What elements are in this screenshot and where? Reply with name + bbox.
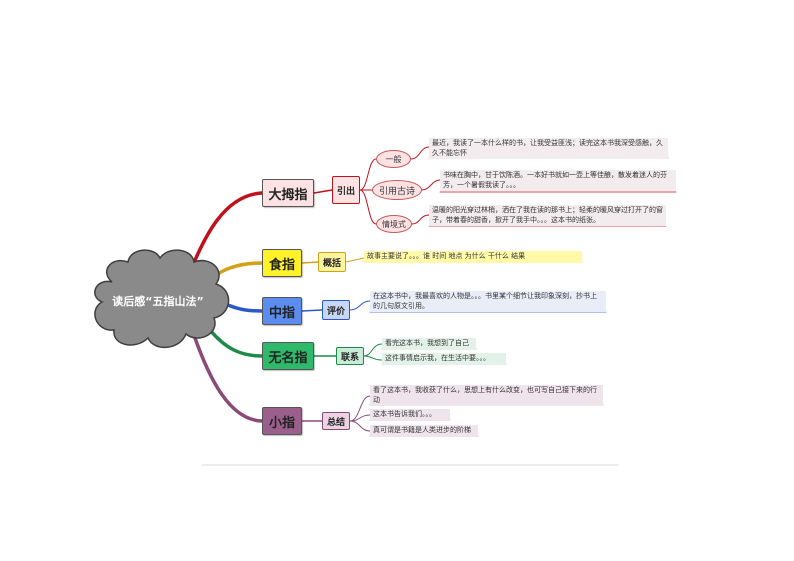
- connector-thumb: [188, 191, 264, 274]
- branch-index-node[interactable]: 食指: [262, 249, 302, 277]
- little-subtopic[interactable]: 总结: [322, 412, 350, 430]
- ring-subtopic[interactable]: 联系: [336, 347, 364, 365]
- thumb-subtopic[interactable]: 引出: [332, 176, 360, 204]
- index-note: 故事主要说了。。。谁 时间 地点 为什么 干什么 结果: [364, 251, 582, 263]
- branch-middle-node[interactable]: 中指: [262, 297, 302, 325]
- connector-ring: [208, 328, 264, 358]
- connector-little: [193, 336, 264, 423]
- central-topic-label[interactable]: 读后感“五指山法”: [112, 295, 204, 308]
- ring-note-self: 看完这本书，我想到了自己: [382, 338, 476, 350]
- branch-ring-node[interactable]: 无名指: [262, 342, 314, 370]
- central-cloud: [94, 249, 230, 348]
- index-subtopic[interactable]: 概括: [318, 252, 346, 272]
- little-note-harvest: 看了这本书，我收获了什么，思想上有什么改变，也可写自己接下来的行动: [370, 385, 603, 406]
- thumb-child-general[interactable]: 一般: [376, 150, 411, 168]
- thumb-child-scene[interactable]: 情境式: [376, 215, 412, 233]
- thumb-note-scene: 温暖的阳光穿过林梢，洒在了我在读的那书上；轻柔的暖风穿过打开了的窗子，带着春的甜…: [429, 205, 666, 226]
- middle-note: 在这本书中，我最喜欢的人物是。。。书里某个细节让我印象深刻，抄书上的几句原文引用…: [370, 291, 606, 312]
- middle-subtopic[interactable]: 评价: [322, 300, 350, 320]
- ring-note-inspire: 这件事情启示我，在生活中要。。。: [382, 353, 506, 365]
- little-note-ladder: 真可谓是书籍是人类进步的阶梯: [370, 425, 478, 437]
- little-note-teaches: 这本书告诉我们。。。: [370, 409, 450, 421]
- thumb-note-poem: 书味在胸中，甘于饮陈酒。一本好书就如一壶上等佳酿，散发着迷人的芬芳，一个暑假我读…: [440, 170, 676, 191]
- branch-thumb-node[interactable]: 大拇指: [262, 179, 314, 207]
- thumb-note-general: 最近，我读了一本什么样的书，让我受益匪浅；读完这本书我深受感触，久久不能忘怀: [429, 138, 668, 159]
- connector-middle: [226, 303, 264, 313]
- thumb-child-poem[interactable]: 引用古诗: [372, 180, 422, 200]
- branch-little-node[interactable]: 小指: [262, 407, 302, 435]
